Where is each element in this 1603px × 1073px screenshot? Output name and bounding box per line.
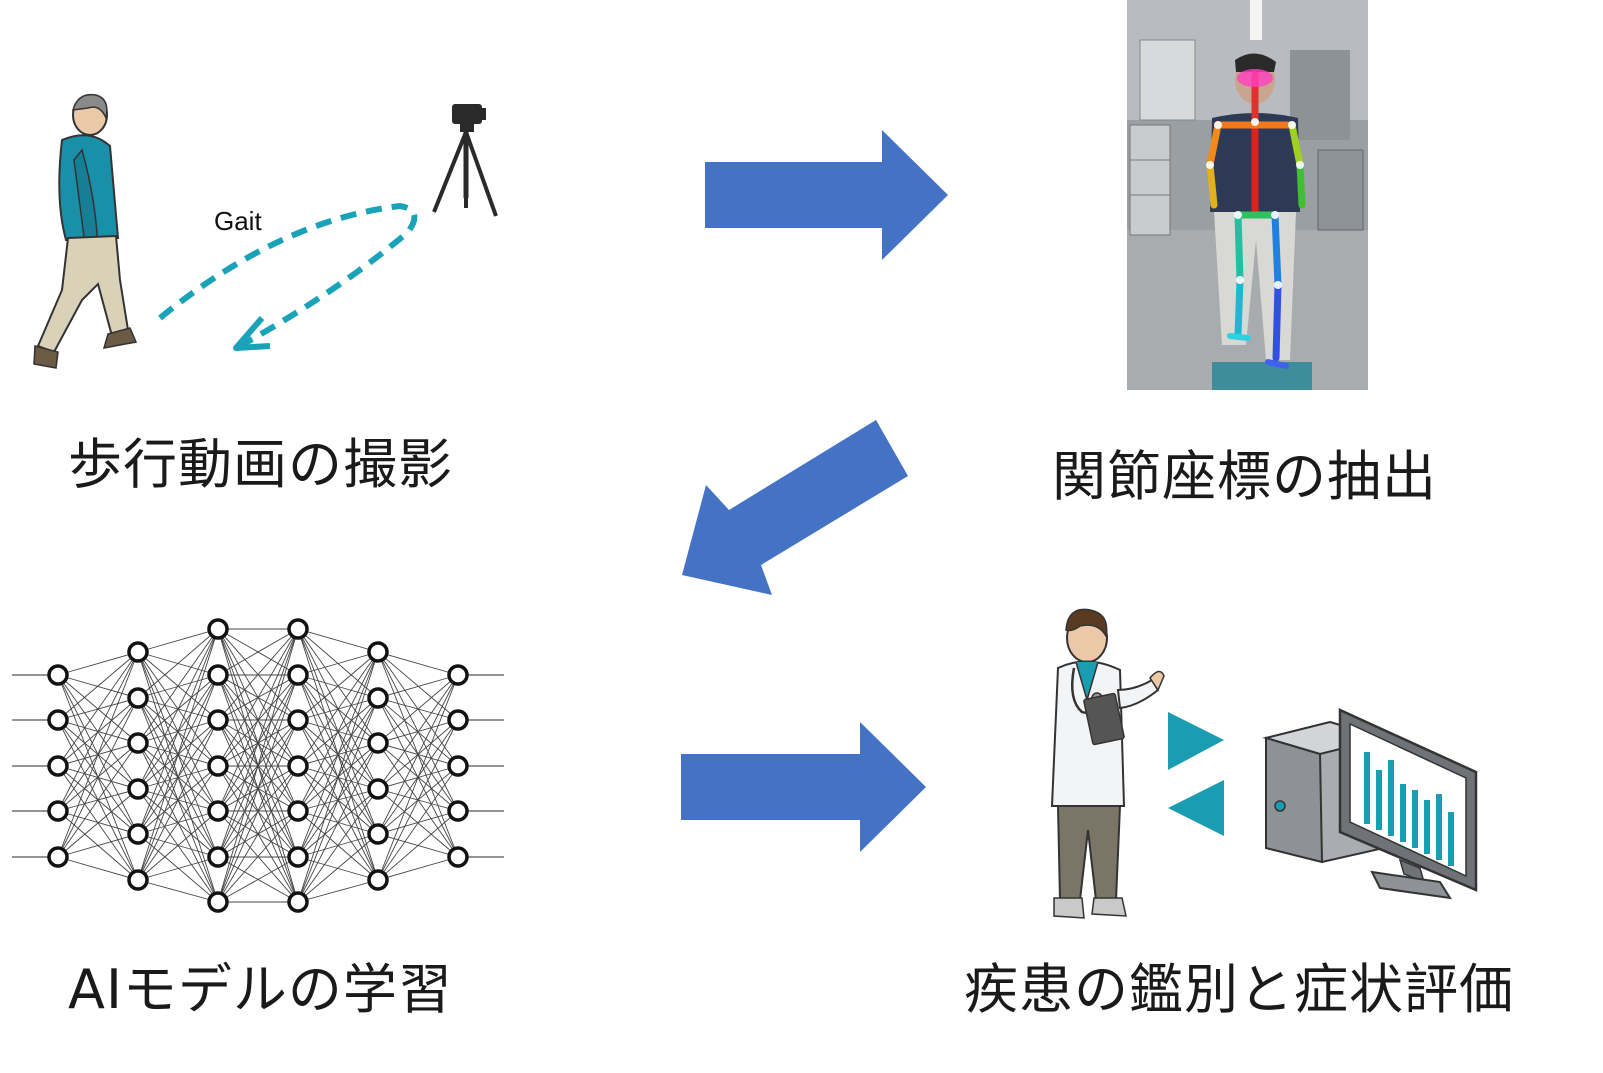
triangle-right-icon <box>1168 712 1224 770</box>
tripod-camera-icon <box>432 104 498 217</box>
computer-chart-icon <box>1262 708 1478 900</box>
step-1-caption: 歩行動画の撮影 <box>68 433 453 496</box>
doctor-icon <box>1050 608 1165 919</box>
walking-person-icon <box>33 93 138 369</box>
triangle-left-icon <box>1168 780 1224 836</box>
pose-skeleton-photo <box>1127 0 1368 390</box>
step-2-caption: 関節座標の抽出 <box>1052 445 1437 508</box>
flow-arrow-right-bottom <box>681 722 926 852</box>
step-4-caption: 疾患の鑑別と症状評価 <box>964 958 1514 1021</box>
step-3-caption: AIモデルの学習 <box>68 958 453 1021</box>
gait-label: Gait <box>214 206 262 236</box>
neural-network-icon <box>12 618 504 913</box>
gait-path <box>158 202 418 351</box>
compare-triangles <box>1168 712 1224 836</box>
flow-arrow-right-top <box>705 130 948 260</box>
flow-arrow-diagonal <box>682 420 908 595</box>
